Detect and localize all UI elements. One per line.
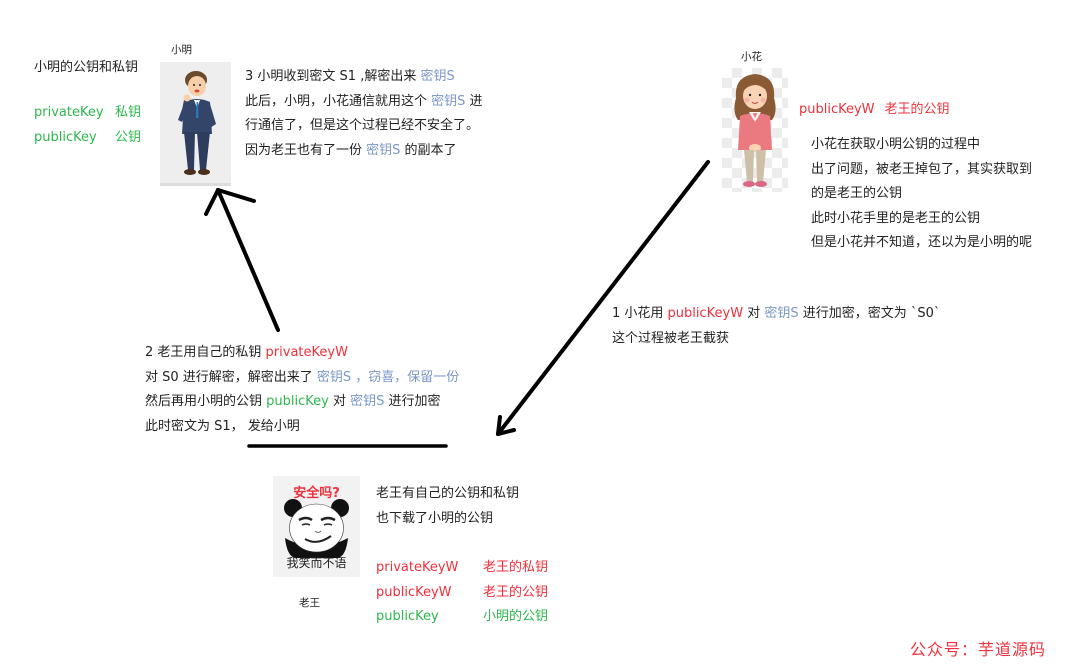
key-desc: 公钥 bbox=[115, 129, 142, 145]
desc-line: 也下载了小明的公钥 bbox=[376, 510, 494, 526]
watermark: 公众号：芋道源码 bbox=[910, 640, 1047, 659]
key-name: publicKey bbox=[34, 129, 97, 145]
key-name: privateKey bbox=[34, 105, 104, 120]
xiaohua-notes: 小花在获取小明公钥的过程中 出了问题，被老王掉包了，其实获取到 的是老王的公钥 … bbox=[811, 133, 1032, 256]
panda-face-icon bbox=[284, 499, 349, 558]
step3-line1: 3 小明收到密文 S1 ,解密出来 密钥S bbox=[245, 69, 455, 84]
step2-line3: 然后再用小明的公钥 publicKey 对 密钥S 进行加密 bbox=[145, 394, 441, 409]
step2-text: 2 老王用自己的私钥 privateKeyW 对 S0 进行解密，解密出来了 密… bbox=[145, 341, 459, 439]
step3-text: 3 小明收到密文 S1 ,解密出来 密钥S 此后，小明，小花通信就用这个 密钥S… bbox=[245, 65, 483, 163]
note-line: 出了问题，被老王掉包了，其实获取到 bbox=[811, 161, 1033, 177]
key-desc: 老王的公钥 bbox=[884, 102, 950, 117]
key-name: publicKeyW bbox=[376, 584, 452, 600]
step2-line4: 此时密文为 S1， 发给小明 bbox=[145, 418, 300, 434]
laowang-key-xiaoming-public: publicKey 小明的公钥 bbox=[376, 605, 548, 630]
key-name: publicKey bbox=[266, 394, 329, 409]
step1-text: 1 小花用 publicKeyW 对 密钥S 进行加密，密文为 `S0` 这个过… bbox=[612, 302, 940, 351]
xiaoming-keys-list: privateKey 私钥 publicKey 公钥 bbox=[34, 101, 141, 150]
secret-key-label: 密钥S bbox=[366, 142, 401, 158]
arrow-xiaohua-to-laowang bbox=[496, 160, 710, 436]
secret-key-label: 密钥S bbox=[431, 93, 466, 109]
secret-key-label: 密钥S ，窃喜，保留一份 bbox=[316, 369, 460, 385]
xiaoming-keys-title: 小明的公钥和私钥 bbox=[34, 60, 139, 75]
key-name: publicKeyW bbox=[799, 102, 875, 117]
note-line: 但是小花并不知道，还以为是小明的呢 bbox=[811, 235, 1033, 250]
xiaohua-avatar bbox=[722, 68, 788, 192]
desc-line: 老王有自己的公钥和私钥 bbox=[376, 486, 520, 501]
key-name: publicKey bbox=[376, 609, 439, 624]
laowang-name-label: 老王 bbox=[299, 597, 320, 609]
xiaohua-name-label: 小花 bbox=[741, 51, 762, 63]
key-name: privateKeyW bbox=[265, 345, 348, 360]
key-name: privateKeyW bbox=[376, 560, 459, 575]
businessman-figure-icon bbox=[178, 71, 216, 175]
xiaohua-held-key: publicKeyW 老王的公钥 bbox=[799, 98, 950, 123]
step2-line1: 2 老王用自己的私钥 privateKeyW bbox=[145, 345, 348, 360]
secret-key-label: 密钥S bbox=[350, 394, 385, 409]
laowang-desc: 老王有自己的公钥和私钥 也下载了小明的公钥 bbox=[376, 482, 519, 531]
meme-caption-bottom: 我笑而不语 bbox=[286, 556, 347, 570]
key-name: publicKeyW bbox=[667, 306, 744, 321]
laowang-key-public: publicKeyW 老王的公钥 bbox=[376, 581, 548, 606]
arrow-laowang-to-xiaoming bbox=[204, 188, 280, 332]
xiaoming-name-label: 小明 bbox=[171, 44, 192, 56]
key-desc: 私钥 bbox=[115, 105, 142, 120]
xiaoming-key-public: publicKey 公钥 bbox=[34, 126, 141, 151]
xiaoming-key-private: privateKey 私钥 bbox=[34, 101, 141, 126]
note-line: 小花在获取小明公钥的过程中 bbox=[811, 137, 981, 152]
step3-line3: 行通信了，但是这个过程已经不安全了。 bbox=[245, 118, 480, 133]
key-desc: 老王的私钥 bbox=[483, 560, 549, 575]
secret-key-label: 密钥S bbox=[420, 69, 455, 84]
key-desc: 小明的公钥 bbox=[483, 609, 549, 624]
meme-caption-top: 安全吗? bbox=[293, 486, 340, 501]
secret-key-label: 密钥S bbox=[764, 306, 799, 321]
step2-line2: 对 S0 进行解密，解密出来了 密钥S ，窃喜，保留一份 bbox=[145, 369, 460, 385]
key-desc: 老王的公钥 bbox=[483, 584, 549, 600]
xiaoming-avatar bbox=[160, 62, 231, 186]
note-line: 的是老王的公钥 bbox=[811, 186, 903, 201]
step1-line2: 这个过程被老王截获 bbox=[612, 330, 730, 346]
laowang-meme: 安全吗? 我笑而不语 bbox=[273, 476, 360, 577]
note-line: 此时小花手里的是老王的公钥 bbox=[811, 210, 981, 226]
step3-line4: 因为老王也有了一份 密钥S 的副本了 bbox=[245, 142, 457, 158]
step1-line1: 1 小花用 publicKeyW 对 密钥S 进行加密，密文为 `S0` bbox=[612, 306, 941, 321]
laowang-keys-list: privateKeyW 老王的私钥 publicKeyW 老王的公钥 publicK… bbox=[376, 556, 548, 630]
step3-line2: 此后，小明，小花通信就用这个 密钥S 进 bbox=[245, 93, 483, 109]
woman-figure-icon bbox=[734, 74, 776, 187]
laowang-key-private: privateKeyW 老王的私钥 bbox=[376, 556, 548, 581]
